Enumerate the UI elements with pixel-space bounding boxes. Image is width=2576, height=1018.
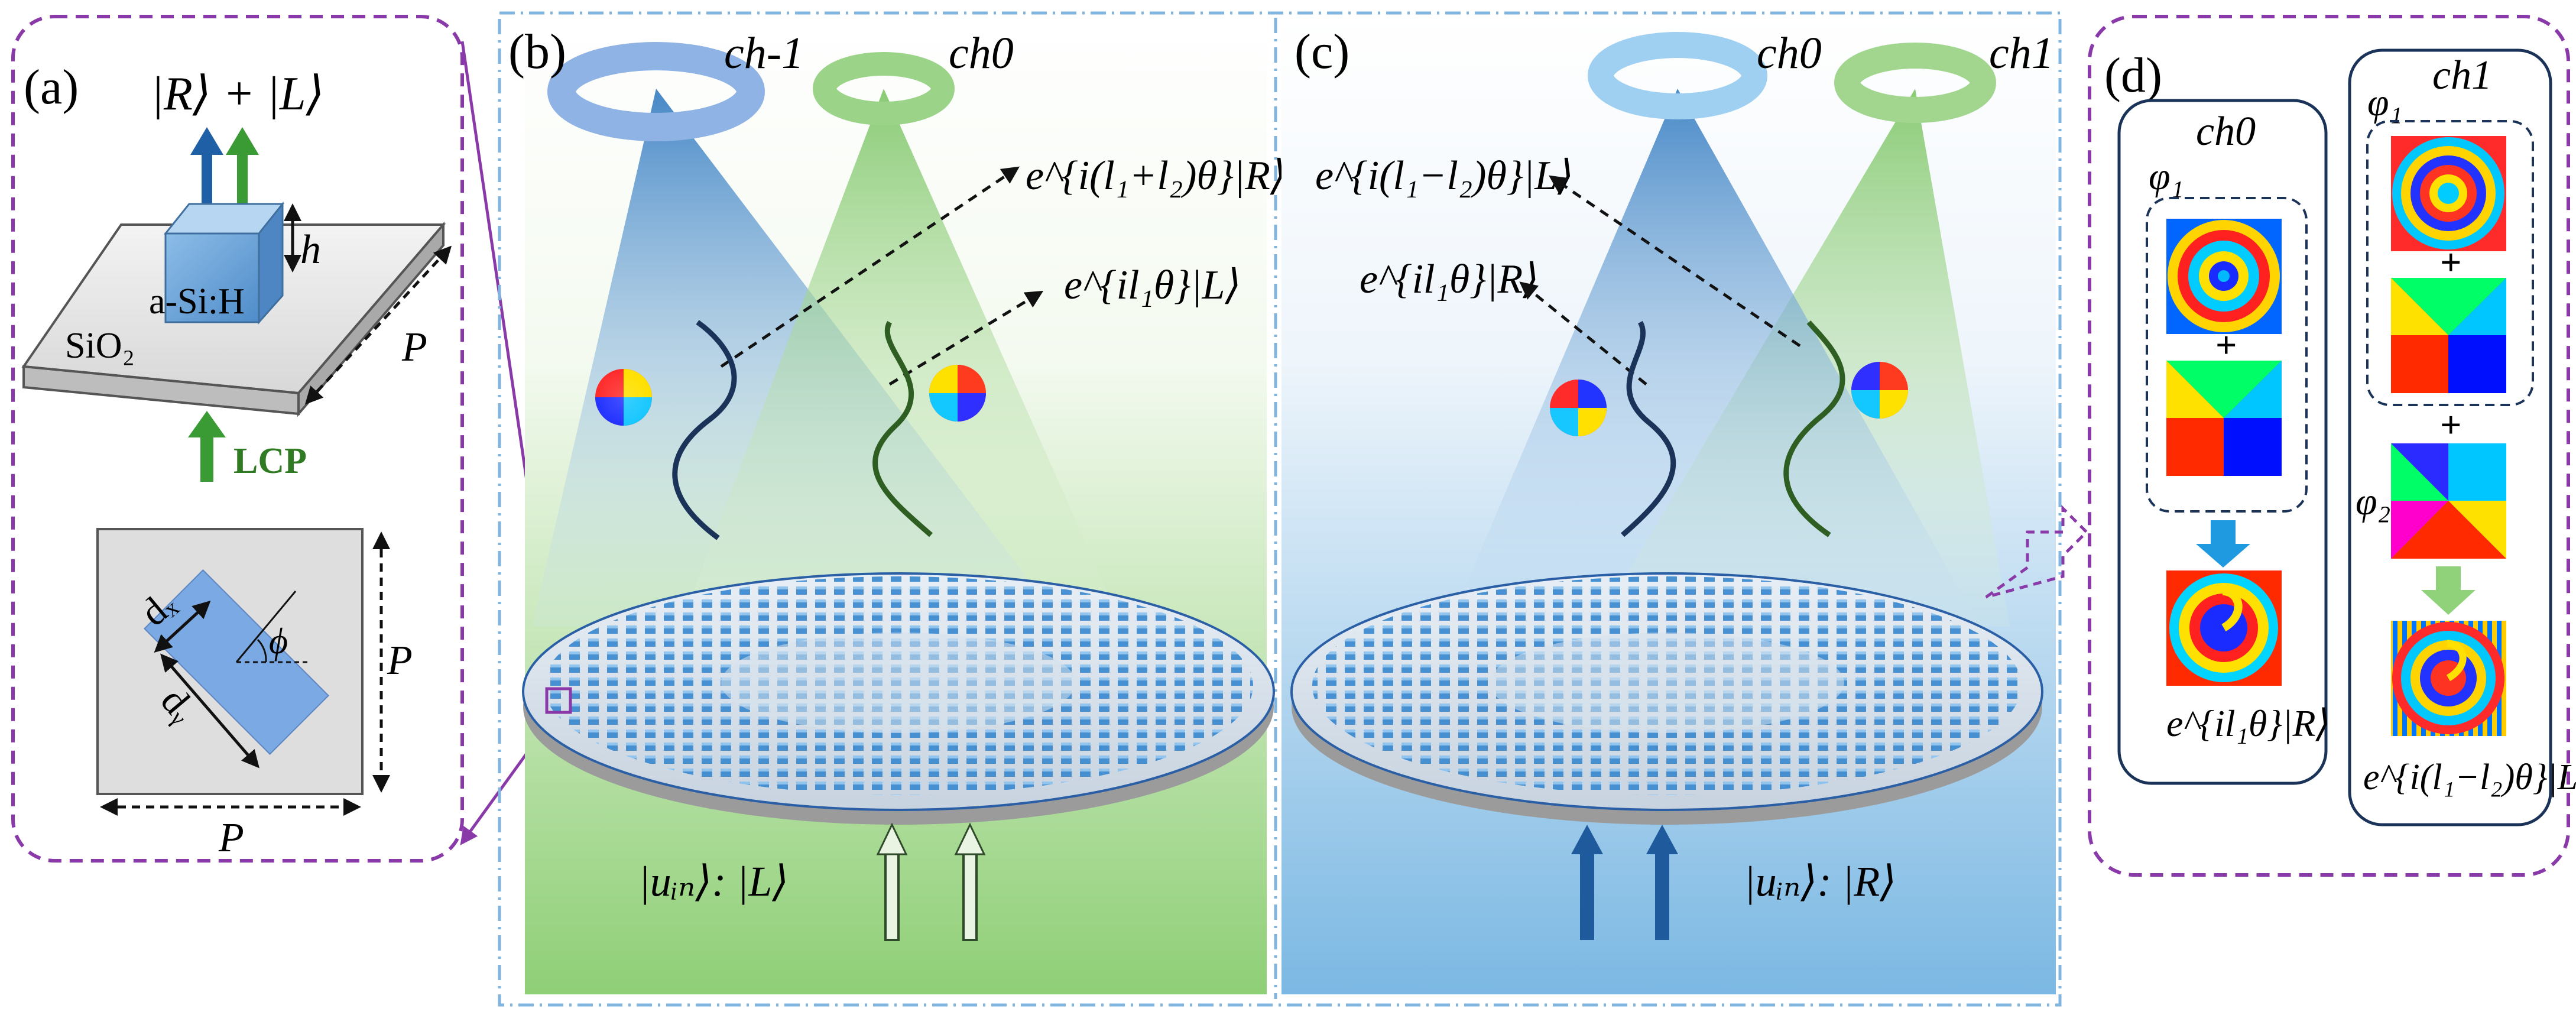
p-bottom-label: P [218,815,244,861]
ch1-column-box [2348,48,2552,826]
dx-dimension [154,600,211,653]
plus-sign-left-1: + [2215,324,2237,366]
dashed-arrow-mid-c [1519,281,1647,385]
green-beam-cone [680,89,1123,627]
wavy-beam-green-b [872,320,933,537]
ch1-ring-c [1834,43,1996,123]
input-state-c: |uᵢₙ⟩: |R⟩ [1744,858,1896,905]
phi-ref-line [235,591,297,663]
ch0-column-box [2117,99,2328,785]
output-mid-b: e^{il₁θ}|L⟩ [1064,262,1241,308]
panel-a: (a) |R⟩ + |L⟩ h a-Si:H SiO₂ P [11,15,464,863]
ch0-ring-c [1588,32,1767,119]
wavy-beam-navy-b [672,320,737,540]
input-arrows-b [876,822,986,941]
panel-d-frame [2088,15,2570,877]
ch0-label-c: ch0 [1757,28,1822,78]
phase-wheel-b-right [929,365,986,422]
phase-wheel-c-right [1851,362,1908,419]
h-label: h [300,227,321,273]
metasurface-disc-c [1290,572,2043,825]
output-mid-c: e^{il₁θ}|R⟩ [1360,257,1539,302]
phi-group-box-left [2146,197,2308,513]
phase-map-azimuthal-left [2166,361,2282,476]
wavy-beam-green-c [1783,320,1845,537]
phi2-label: φ₂ [2356,480,2390,523]
phi-label: ϕ [269,621,288,662]
phase-map-spiral-right [2391,621,2506,736]
dy-dimension [160,653,259,769]
panel-a-frame [11,15,464,863]
blue-down-arrow-d [2196,520,2250,568]
plus-sign-right-1: + [2440,241,2461,283]
phase-wheel-b-left [595,369,652,426]
green-down-arrow-d [2421,566,2476,615]
link-arrow-c-d [1985,504,2089,599]
phi1-left-label: φ₁ [2149,155,2184,198]
zoom-box-b [545,687,572,714]
panel-a-label: (a) [24,60,79,115]
panel-d-label: (d) [2104,48,2162,103]
wavy-beam-navy-c [1621,320,1676,537]
p-right-label: P [387,638,413,683]
phase-map-azimuthal-right-1 [2391,278,2506,393]
panel-c: ch0 ch1 (c) e^{i(l₁−l₂)θ}|L⟩ e^{il₁θ}|R⟩ [1281,18,2056,994]
input-arrows-c [1571,825,1678,940]
p-side-dimension [304,245,452,405]
phase-wheel-c-left [1550,380,1607,436]
input-state-b: |uᵢₙ⟩: |L⟩ [638,858,789,905]
ch0-column-title: ch0 [2196,109,2256,154]
ch-minus1-ring [547,42,765,141]
phase-map-vortex-right-1 [2391,136,2506,251]
phi-arc [257,638,267,663]
panel-b: ch-1 ch0 (b) e^{i(l₁+l₂)θ}|R⟩ e^{il₁θ}|L… [508,18,1286,999]
ch0-label-b: ch0 [949,28,1014,78]
ch1-label-c: ch1 [1989,28,2054,78]
lcp-label: LCP [233,441,307,481]
phase-map-spiral-left [2166,570,2282,686]
metasurface-disc-b [522,572,1275,825]
phase-map-vortex-left-1 [2166,219,2282,334]
ch-minus1-label: ch-1 [724,28,804,78]
dashed-arrow-top-c [1549,175,1801,348]
panel-b-label: (b) [508,24,566,79]
output-top-b: e^{i(l₁+l₂)θ}|R⟩ [1026,153,1286,199]
output-top-c: e^{i(l₁−l₂)θ}|L⟩ [1315,153,1573,199]
lcp-input-arrow [188,411,226,482]
blue-beam-cone-c [1448,89,1980,627]
panel-d: (d) ch0 φ₁ + [2088,15,2576,877]
p-side-label: P [401,325,427,370]
phase-map-azimuthal-right-2 [2391,443,2506,559]
ch1-result-label: e^{i(l₁−l₂)θ}|L⟩ [2363,757,2576,797]
panels-bc-frame [498,11,2062,1007]
plus-sign-right-2: + [2440,404,2461,446]
state-top-label: |R⟩ + |L⟩ [151,68,325,120]
dashed-arrow-mid-b [888,290,1044,386]
ch0-ring-b [813,52,955,125]
phi1-right-label: φ₁ [2367,81,2402,124]
pillar-cube [163,201,285,325]
ch1-column-title: ch1 [2432,53,2492,98]
substrate-material-label: SiO₂ [65,326,135,366]
pillar-material-label: a-Si:H [149,281,245,322]
panel-c-label: (c) [1295,24,1349,79]
ch0-result-label: e^{il₁θ}|R⟩ [2166,702,2331,744]
